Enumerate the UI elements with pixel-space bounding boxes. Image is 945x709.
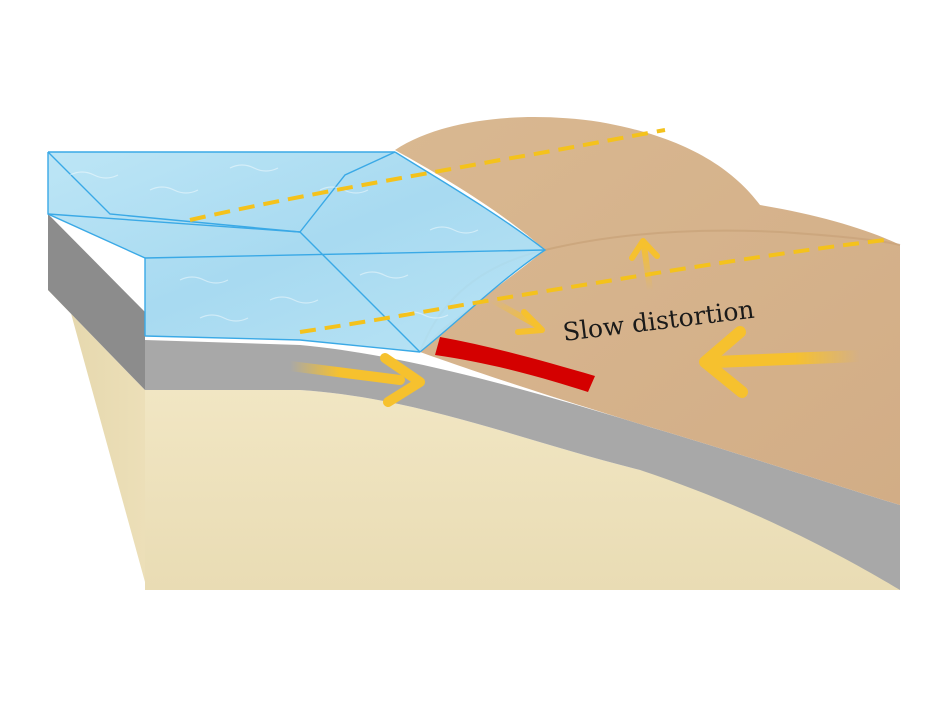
plate-motion-arrow-left xyxy=(699,326,866,398)
ocean-water xyxy=(48,152,545,352)
mantle-front-face xyxy=(145,390,900,590)
water-ripples xyxy=(69,164,479,322)
locked-zone xyxy=(435,337,595,392)
distortion-arrow-inward xyxy=(489,297,545,335)
ocean-grid-lines xyxy=(47,151,547,353)
oceanic-plate-side xyxy=(48,214,145,390)
continental-crust xyxy=(395,117,900,505)
mantle-side-face xyxy=(48,230,145,582)
dashed-line-lower xyxy=(299,238,886,334)
plate-motion-arrow-right xyxy=(285,353,425,407)
distortion-arrow-up xyxy=(629,238,660,293)
oceanic-plate-front xyxy=(145,340,900,590)
dashed-line-upper xyxy=(189,128,666,222)
